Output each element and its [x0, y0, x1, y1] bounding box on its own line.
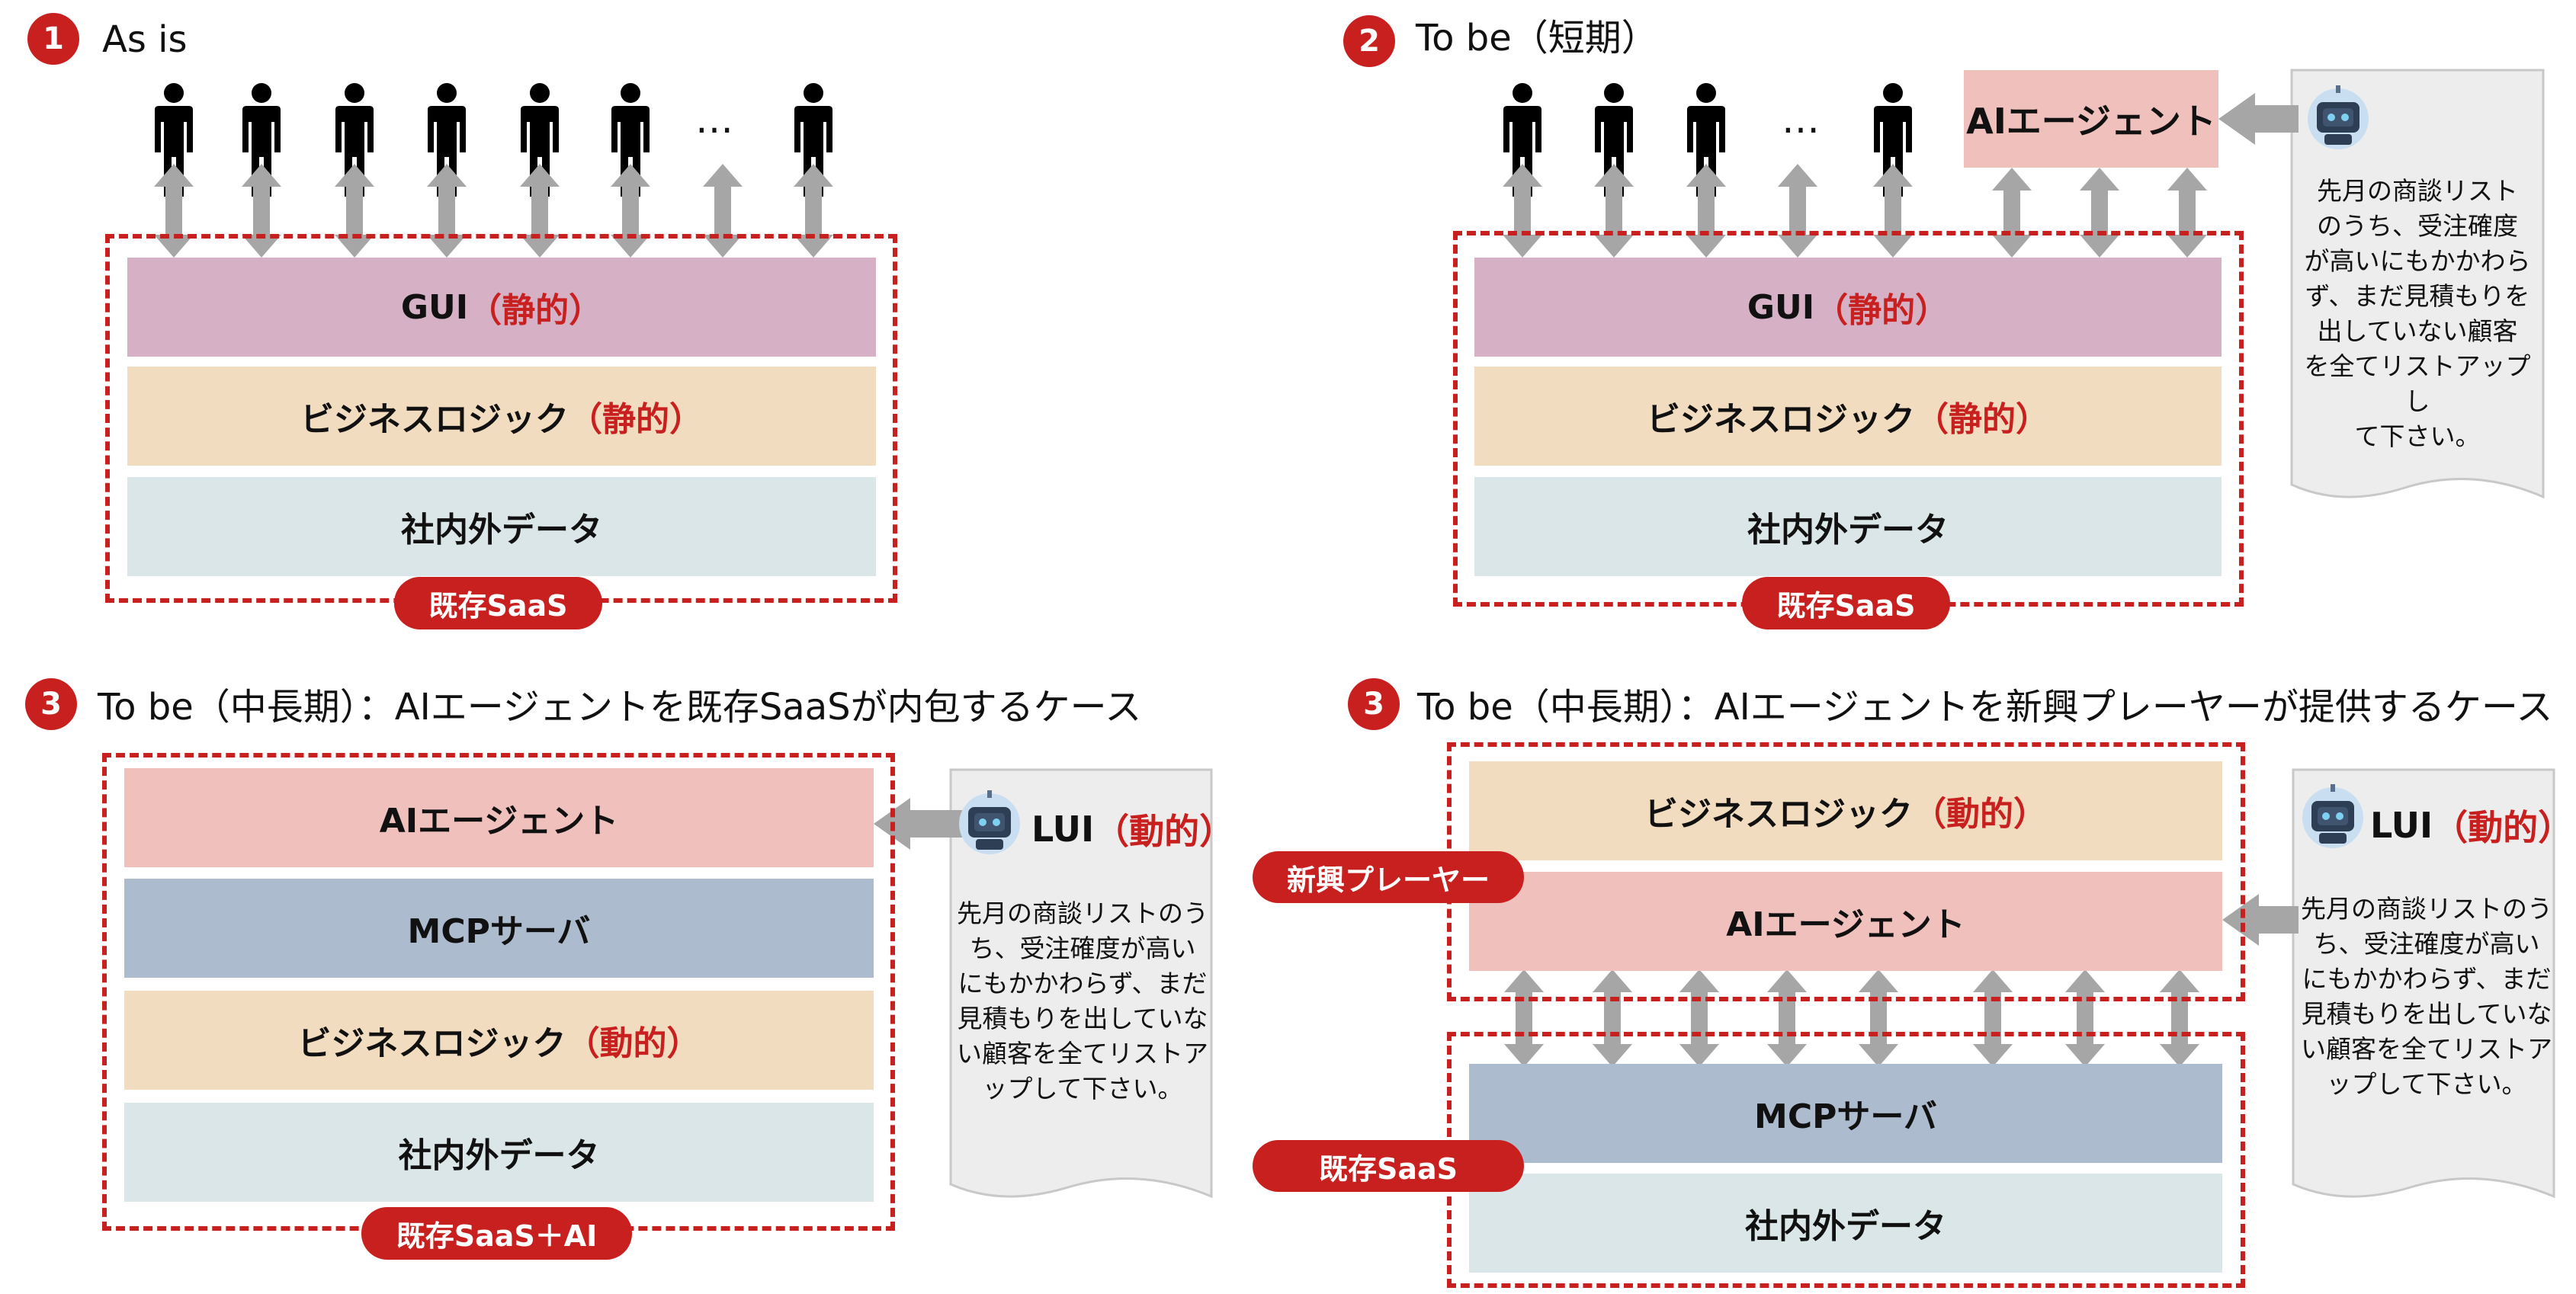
- double-arrow-icon: [1859, 969, 1898, 1067]
- double-arrow-icon: [2160, 969, 2199, 1067]
- double-arrow-icon: [154, 164, 194, 258]
- step-badge-1: 1: [27, 13, 79, 65]
- double-arrow-icon: [242, 164, 281, 258]
- q4-new-player-pill: 新興プレーヤー: [1253, 851, 1524, 903]
- note-line: 先月の商談リスト: [2317, 176, 2518, 206]
- double-arrow-icon: [427, 164, 467, 258]
- q3-mcp-layer: MCPサーバ: [124, 879, 874, 978]
- double-arrow-icon: [1593, 969, 1632, 1067]
- note-line: ず、まだ見積もりを: [2305, 281, 2530, 311]
- lui-label: LUI: [2370, 805, 2433, 846]
- note-line: て下さい。: [2354, 421, 2481, 451]
- note-line: にもかかわらず、まだ: [958, 969, 1208, 998]
- lui-tag: （動的）: [1094, 811, 1235, 852]
- prompt-note-shape: [2290, 69, 2545, 499]
- note-line: ップして下さい。: [2326, 1069, 2527, 1099]
- note-line: ち、受注確度が高い: [2313, 929, 2540, 959]
- q2-prompt-note: 先月の商談リスト のうち、受注確度 が高いにもかかわら ず、まだ見積もりを 出し…: [2299, 174, 2536, 454]
- double-arrow-icon: [1679, 969, 1719, 1067]
- double-arrow-icon: [1504, 969, 1544, 1067]
- double-arrow-icon: [794, 164, 833, 258]
- logic-label: ビジネスロジック: [297, 1024, 566, 1063]
- logic-label: ビジネスロジック: [1647, 400, 1915, 439]
- step-badge-4: 3: [1348, 678, 1400, 730]
- q4-lui-label: LUI（動的）: [2370, 800, 2573, 850]
- double-arrow-icon: [1594, 164, 1634, 258]
- logic-label: ビジネスロジック: [1644, 795, 1913, 834]
- double-arrow-icon: [703, 164, 743, 258]
- q3-agent-layer: AIエージェント: [124, 768, 874, 867]
- q3-existing-saas-ai-pill: 既存SaaS＋AI: [361, 1207, 632, 1260]
- q2-ellipsis: …: [1782, 98, 1820, 142]
- double-arrow-icon: [2065, 969, 2105, 1067]
- q4-data-layer: 社内外データ: [1469, 1174, 2222, 1273]
- note-line: にもかかわらず、まだ: [2302, 964, 2552, 994]
- q1-gui-layer: GUI（静的）: [127, 258, 876, 357]
- step-badge-2: 2: [1343, 15, 1395, 67]
- step-badge-3: 3: [25, 678, 77, 730]
- double-arrow-icon: [1778, 164, 1817, 258]
- double-arrow-icon: [1686, 164, 1726, 258]
- gui-tag: （静的）: [1814, 291, 1949, 330]
- note-line: 見積もりを出していな: [2301, 999, 2552, 1029]
- note-line: のうち、受注確度: [2317, 211, 2518, 241]
- logic-label: ビジネスロジック: [300, 400, 569, 439]
- q1-title: As is: [102, 18, 188, 61]
- double-arrow-icon: [520, 164, 560, 258]
- q4-mcp-layer: MCPサーバ: [1469, 1064, 2222, 1163]
- double-arrow-icon: [335, 164, 374, 258]
- q2-agent-box: AIエージェント: [1964, 70, 2218, 168]
- lui-label: LUI: [1031, 809, 1095, 850]
- double-arrow-icon: [1873, 164, 1913, 258]
- logic-tag: （動的）: [1913, 795, 2047, 834]
- q3-title: To be（中長期）：AIエージェントを既存SaaSが内包するケース: [98, 686, 1142, 729]
- note-line: が高いにもかかわら: [2304, 246, 2531, 276]
- q2-logic-layer: ビジネスロジック（静的）: [1474, 367, 2222, 466]
- lui-tag: （動的）: [2433, 807, 2574, 848]
- q1-existing-saas-pill: 既存SaaS: [394, 577, 602, 629]
- double-arrow-icon: [611, 164, 650, 258]
- q4-existing-saas-pill: 既存SaaS: [1253, 1140, 1524, 1192]
- gui-label: GUI: [1747, 287, 1815, 327]
- gui-label: GUI: [400, 287, 469, 327]
- logic-tag: （動的）: [566, 1024, 701, 1063]
- gui-tag: （静的）: [468, 291, 603, 330]
- note-line: 先月の商談リストのう: [2301, 894, 2552, 924]
- left-arrow-icon: [2218, 93, 2299, 145]
- q2-data-layer: 社内外データ: [1474, 477, 2222, 576]
- double-arrow-icon: [1973, 969, 2013, 1067]
- logic-tag: （静的）: [569, 400, 703, 439]
- q4-agent-layer: AIエージェント: [1469, 872, 2222, 971]
- q3-logic-layer: ビジネスロジック（動的）: [124, 991, 874, 1090]
- note-line: 見積もりを出していな: [957, 1004, 1208, 1033]
- left-arrow-icon: [874, 798, 962, 850]
- double-arrow-icon: [1503, 164, 1542, 258]
- q4-title: To be（中長期）：AIエージェントを新興プレーヤーが提供するケース: [1417, 686, 2553, 729]
- q3-prompt-note: 先月の商談リストのう ち、受注確度が高い にもかかわらず、まだ 見積もりを出して…: [957, 896, 1208, 1107]
- q2-title: To be（短期）: [1416, 17, 1658, 59]
- note-line: い顧客を全てリストア: [2301, 1034, 2552, 1064]
- note-line: ップして下さい。: [982, 1074, 1183, 1103]
- q3-lui-label: LUI（動的）: [1031, 804, 1234, 854]
- q2-existing-saas-pill: 既存SaaS: [1742, 577, 1950, 629]
- note-line: 出していない顧客: [2317, 316, 2518, 346]
- note-line: 先月の商談リストのう: [957, 898, 1208, 928]
- note-line: い顧客を全てリストア: [957, 1039, 1208, 1068]
- q3-data-layer: 社内外データ: [124, 1103, 874, 1202]
- prompt-note-shape: [949, 768, 1213, 1199]
- double-arrow-icon: [1767, 969, 1807, 1067]
- q2-gui-layer: GUI（静的）: [1474, 258, 2222, 357]
- note-line: ち、受注確度が高い: [969, 934, 1196, 963]
- prompt-note-shape: [2292, 768, 2555, 1199]
- q1-data-layer: 社内外データ: [127, 477, 876, 576]
- q1-logic-layer: ビジネスロジック（静的）: [127, 367, 876, 466]
- q1-ellipsis: …: [695, 98, 733, 142]
- logic-tag: （静的）: [1915, 400, 2049, 439]
- q4-prompt-note: 先月の商談リストのう ち、受注確度が高い にもかかわらず、まだ 見積もりを出して…: [2301, 892, 2552, 1102]
- q4-logic-layer: ビジネスロジック（動的）: [1469, 761, 2222, 860]
- note-line: を全てリストアップし: [2304, 351, 2531, 416]
